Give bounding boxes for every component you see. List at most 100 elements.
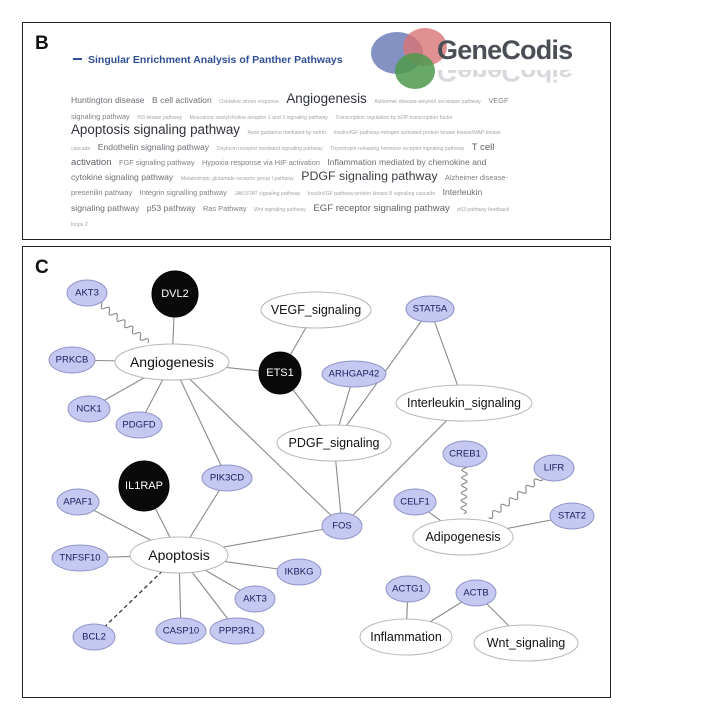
panel-c-letter: C bbox=[35, 257, 49, 278]
gene-node-bcl2[interactable]: BCL2 bbox=[72, 623, 116, 651]
node-label: PDGFD bbox=[122, 420, 155, 431]
node-label: DVL2 bbox=[161, 288, 189, 300]
tag-cloud-term[interactable]: VEGF signaling pathway bbox=[71, 96, 509, 121]
edge-pik3cd-angio bbox=[171, 361, 228, 479]
node-label: ETS1 bbox=[266, 367, 294, 379]
pathway-node-vegf[interactable]: VEGF_signaling bbox=[260, 291, 372, 329]
tag-cloud-term[interactable]: T cell activation bbox=[71, 141, 495, 169]
collapse-dash-icon[interactable] bbox=[73, 58, 82, 61]
gene-node-ppp3r1[interactable]: PPP3R1 bbox=[209, 617, 265, 645]
node-label: BCL2 bbox=[82, 632, 106, 643]
tag-cloud-term[interactable]: Huntington disease bbox=[71, 95, 145, 105]
gene-node-nck1[interactable]: NCK1 bbox=[67, 395, 111, 423]
gene-node-casp10[interactable]: CASP10 bbox=[155, 617, 207, 645]
node-label: PRKCB bbox=[56, 355, 89, 366]
edge-lifr-adipo bbox=[488, 472, 547, 519]
tag-cloud-term[interactable]: Ras Pathway bbox=[202, 203, 247, 213]
gene-node-arhgap42[interactable]: ARHGAP42 bbox=[321, 360, 387, 388]
gene-node-stat2[interactable]: STAT2 bbox=[549, 502, 595, 530]
pathway-node-interleukin[interactable]: Interleukin_signaling bbox=[395, 384, 533, 422]
tag-cloud-term[interactable]: Thyrotropin-releasing hormone receptor s… bbox=[330, 145, 465, 152]
node-shape bbox=[115, 411, 163, 439]
tag-cloud-term[interactable]: Oxidative stress response bbox=[219, 99, 279, 105]
node-label: TNFSF10 bbox=[59, 553, 100, 564]
tag-cloud-term[interactable]: Muscarinic acetylcholine receptor 1 and … bbox=[189, 114, 328, 121]
genecodis-logo: GeneCodis GeneCodis bbox=[363, 23, 603, 95]
gene-node-il1rap[interactable]: IL1RAP bbox=[118, 460, 170, 512]
pathway-node-apoptosis[interactable]: Apoptosis bbox=[129, 536, 229, 574]
tag-cloud-term[interactable]: Endothelin signaling pathway bbox=[97, 141, 210, 152]
node-label: STAT2 bbox=[558, 511, 586, 522]
gene-node-fos[interactable]: FOS bbox=[321, 512, 363, 540]
gene-node-ikbkg[interactable]: IKBKG bbox=[276, 558, 322, 586]
tag-cloud-term[interactable]: Hypoxia response via HIF activation bbox=[202, 158, 320, 167]
node-shape bbox=[321, 360, 387, 388]
node-shape bbox=[129, 536, 229, 574]
gene-node-creb1[interactable]: CREB1 bbox=[442, 440, 488, 468]
node-shape bbox=[114, 343, 230, 381]
node-shape bbox=[412, 518, 514, 556]
node-shape bbox=[442, 440, 488, 468]
node-shape bbox=[72, 623, 116, 651]
gene-node-actb[interactable]: ACTB bbox=[455, 579, 497, 607]
gene-node-dvl2[interactable]: DVL2 bbox=[151, 270, 199, 318]
gene-node-stat5a[interactable]: STAT5A bbox=[405, 295, 455, 323]
node-label: IKBKG bbox=[284, 567, 313, 578]
gene-node-pdgfd[interactable]: PDGFD bbox=[115, 411, 163, 439]
node-label: NCK1 bbox=[76, 404, 101, 415]
edge-fos-interleukin bbox=[341, 402, 465, 527]
gene-node-apaf1[interactable]: APAF1 bbox=[56, 488, 100, 516]
panel-c: C AKT3 DVL2 VEGF_signaling STAT5A PRKCB Angio… bbox=[22, 246, 611, 698]
tag-cloud-term[interactable]: EGF receptor signaling pathway bbox=[313, 202, 450, 214]
tag-cloud-term[interactable]: Wnt signaling pathway bbox=[253, 206, 306, 213]
tag-cloud-term[interactable]: Apoptosis signaling pathway bbox=[71, 122, 240, 137]
tag-cloud-term[interactable]: p53 pathway bbox=[146, 202, 196, 213]
tag-cloud-term[interactable]: B cell activation bbox=[152, 95, 212, 105]
tag-cloud-term[interactable]: JAK/STAT signaling pathway bbox=[234, 191, 301, 197]
node-label: FOS bbox=[332, 521, 352, 532]
node-label: STAT5A bbox=[413, 304, 448, 315]
pathway-node-inflam[interactable]: Inflammation bbox=[359, 618, 453, 656]
tag-cloud-term[interactable]: FGF signaling pathway bbox=[118, 158, 195, 167]
gene-node-pik3cd[interactable]: PIK3CD bbox=[201, 464, 253, 492]
tag-cloud-term[interactable]: Inflammation mediated by chemokine and c… bbox=[71, 157, 487, 182]
node-shape bbox=[393, 488, 437, 516]
gene-node-actg1[interactable]: ACTG1 bbox=[385, 575, 431, 603]
tag-cloud-term[interactable]: PDGF signaling pathway bbox=[301, 168, 438, 183]
pathway-node-wnt[interactable]: Wnt_signaling bbox=[473, 624, 579, 662]
edge-akt3_a-angio bbox=[92, 298, 150, 343]
gene-node-prkcb[interactable]: PRKCB bbox=[48, 346, 96, 374]
gene-node-celf1[interactable]: CELF1 bbox=[393, 488, 437, 516]
node-shape bbox=[359, 618, 453, 656]
gene-node-akt3-a[interactable]: AKT3 bbox=[66, 279, 108, 307]
gene-node-lifr[interactable]: LIFR bbox=[533, 454, 575, 482]
tag-cloud-term[interactable]: p53 pathway feedback loops 2 bbox=[71, 206, 510, 229]
edge-creb1-adipo bbox=[460, 460, 469, 515]
pathway-node-angio[interactable]: Angiogenesis bbox=[114, 343, 230, 381]
tag-cloud-term[interactable]: Integrin signalling pathway bbox=[139, 188, 227, 197]
pathway-node-pdgf[interactable]: PDGF_signaling bbox=[276, 424, 392, 462]
pathway-node-adipo[interactable]: Adipogenesis bbox=[412, 518, 514, 556]
node-shape bbox=[234, 585, 276, 613]
gene-node-akt3-b[interactable]: AKT3 bbox=[234, 585, 276, 613]
node-shape bbox=[56, 488, 100, 516]
tag-cloud-term[interactable]: Angiogenesis bbox=[286, 91, 367, 106]
tag-cloud-term[interactable]: Interleukin signaling pathway bbox=[71, 187, 483, 213]
node-shape bbox=[395, 384, 533, 422]
node-label: ACTG1 bbox=[392, 584, 424, 595]
tag-cloud-term[interactable]: Alzheimer disease-presenilin pathway bbox=[71, 172, 508, 198]
tag-cloud-term[interactable]: Axon guidance mediated by netrin bbox=[247, 130, 326, 136]
tag-cloud: Huntington disease B cell activation Oxi… bbox=[71, 91, 511, 232]
tag-cloud-term[interactable]: Transcription regulation by bZIP transcr… bbox=[335, 114, 453, 121]
tag-cloud-term[interactable]: Metabotropic glutamate receptor group I … bbox=[180, 175, 294, 182]
tag-cloud-term[interactable]: Insulin/IGF pathway-protein kinase B sig… bbox=[307, 191, 436, 197]
gene-node-tnfsf10[interactable]: TNFSF10 bbox=[51, 544, 109, 572]
node-shape bbox=[276, 424, 392, 462]
tag-cloud-term[interactable]: PI3 kinase pathway bbox=[137, 114, 183, 121]
gene-node-ets1[interactable]: ETS1 bbox=[258, 351, 302, 395]
tag-cloud-term[interactable]: Oxytocin receptor mediated signaling pat… bbox=[216, 145, 323, 152]
node-shape bbox=[201, 464, 253, 492]
tag-cloud-term[interactable]: Alzheimer disease-amyloid secretase path… bbox=[374, 99, 481, 105]
node-label: Inflammation bbox=[370, 630, 442, 644]
tag-cloud-term[interactable]: Insulin/IGF pathway-mitogen activated pr… bbox=[71, 130, 501, 152]
